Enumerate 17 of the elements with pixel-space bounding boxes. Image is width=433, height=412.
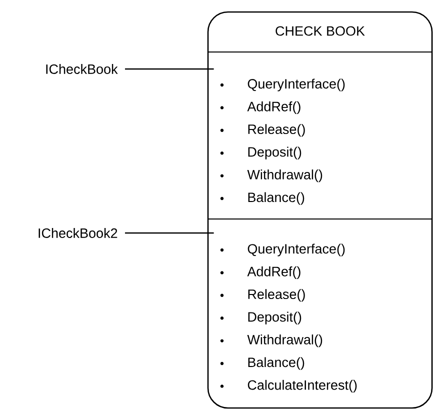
list-item: AddRef() (220, 266, 300, 279)
list-item: Release() (220, 124, 305, 137)
interface-line (125, 232, 214, 234)
list-item: Deposit() (220, 312, 302, 324)
list-item: Balance() (220, 357, 304, 370)
list-item: Deposit() (220, 146, 302, 160)
list-item: AddRef() (220, 101, 300, 114)
list-item: QueryInterface() (220, 78, 345, 92)
interface-label: ICheckBook2 (38, 228, 118, 238)
interface-line (125, 68, 214, 70)
list-item: Withdrawal() (220, 170, 322, 182)
list-item: Release() (220, 289, 305, 302)
list-item: Withdrawal() (220, 334, 322, 348)
interface-label: ICheckBook (46, 64, 118, 74)
list-item: Balance() (220, 192, 304, 205)
list-item: QueryInterface() (220, 244, 345, 256)
list-item: CalculateInterest() (220, 380, 357, 392)
